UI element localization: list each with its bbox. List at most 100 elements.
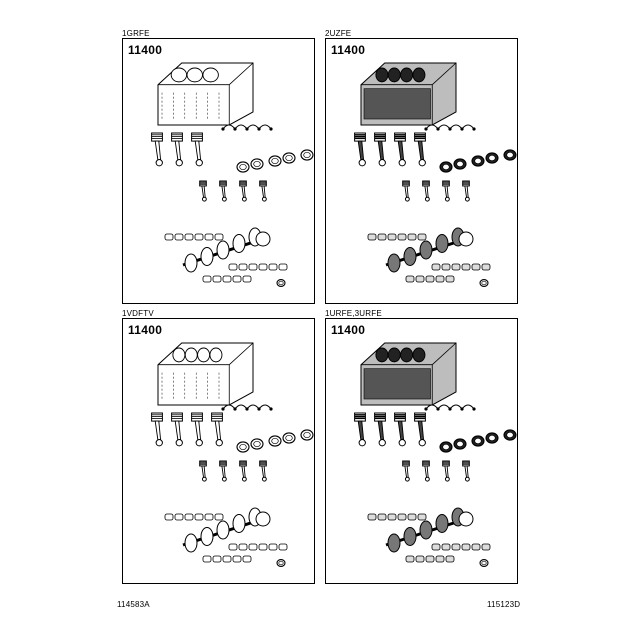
diagram-panel-1vdftv: 11400 xyxy=(122,318,315,584)
crank-counterweight xyxy=(435,234,449,253)
piston-rod-assembly xyxy=(239,180,247,202)
piston-rod-assembly xyxy=(151,412,163,447)
crank-counterweight xyxy=(403,247,417,266)
connecting-rod xyxy=(174,420,182,441)
bearing-shell xyxy=(397,233,407,241)
bearing-shell xyxy=(481,543,491,551)
connecting-rod xyxy=(417,140,425,161)
footer-code-left: 114583A xyxy=(117,600,150,609)
piston-rod-assembly xyxy=(442,460,450,482)
bearing-shell xyxy=(268,263,278,271)
connecting-rod xyxy=(424,185,429,198)
footer-code-right: 115123D xyxy=(487,600,521,609)
ring-inner xyxy=(303,431,311,439)
connecting-rod xyxy=(464,465,469,478)
connecting-rod xyxy=(221,185,226,198)
bearing-shell xyxy=(194,513,204,521)
piston xyxy=(191,412,203,422)
piston-rod-assembly xyxy=(354,132,366,167)
bearing-shell xyxy=(377,513,387,521)
bearing-shell xyxy=(415,275,425,283)
bearing-shell xyxy=(232,275,242,283)
wiring-and-pipes xyxy=(424,404,476,411)
rod-big-end xyxy=(464,196,470,202)
harness-connector xyxy=(424,127,428,131)
rod-big-end xyxy=(175,439,183,447)
rod-big-end xyxy=(358,439,366,447)
piston-rod-assembly xyxy=(414,132,426,167)
cylinder-block xyxy=(360,62,457,126)
cylinder-bore xyxy=(170,67,188,83)
harness-connector xyxy=(257,407,261,411)
cylinder-bore xyxy=(186,67,203,83)
rod-big-end xyxy=(424,196,430,202)
engine-parts-drawing-1vdftv xyxy=(151,342,314,567)
piston-rod-assembly xyxy=(462,180,470,202)
cylinder-bore xyxy=(375,347,389,363)
connecting-rod xyxy=(261,465,266,478)
connecting-rod xyxy=(154,420,162,441)
piston-rod-assembly xyxy=(171,132,183,167)
bearing-shell xyxy=(387,513,397,521)
connecting-rod xyxy=(417,420,425,441)
piston xyxy=(151,132,163,142)
piston-rod-assembly xyxy=(191,132,203,167)
harness-connector xyxy=(424,407,428,411)
connecting-rod xyxy=(174,140,182,161)
block-side-shading xyxy=(363,368,431,400)
bearing-shell xyxy=(417,513,427,521)
bearing-shell xyxy=(174,233,184,241)
piston-rod-assembly xyxy=(219,460,227,482)
connecting-rod xyxy=(194,140,202,161)
connecting-rod xyxy=(194,420,202,441)
harness-connector xyxy=(221,127,225,131)
rod-big-end xyxy=(444,196,450,202)
bearing-shell xyxy=(232,555,242,563)
rod-big-end xyxy=(464,476,470,482)
piston-rod-assembly xyxy=(171,412,183,447)
bearing-shell xyxy=(228,543,238,551)
rod-big-end xyxy=(378,159,386,167)
piston-rod-assembly xyxy=(422,460,430,482)
bearing-shell xyxy=(174,513,184,521)
crank-counterweight xyxy=(216,240,230,260)
cylinder-bore xyxy=(172,347,186,363)
piston-rod-assembly xyxy=(354,412,366,447)
ring-inner xyxy=(488,434,496,442)
bearing-shell xyxy=(461,543,471,551)
bearing-shell xyxy=(451,543,461,551)
rod-big-end xyxy=(378,439,386,447)
piston-rod-assembly xyxy=(199,180,207,202)
bearing-shell xyxy=(377,233,387,241)
bearing-shell xyxy=(441,263,451,271)
connecting-rod xyxy=(241,465,246,478)
bearing-shell xyxy=(425,275,435,283)
bearing-shell xyxy=(431,263,441,271)
ring-inner xyxy=(285,154,293,162)
harness-connector xyxy=(221,407,225,411)
crank-flange xyxy=(255,231,271,247)
piston-rod-assembly xyxy=(442,180,450,202)
crank-flange xyxy=(458,511,474,527)
bearing-shell xyxy=(268,543,278,551)
bearing-shell xyxy=(435,275,445,283)
bearing-shell xyxy=(417,233,427,241)
bearing-shell xyxy=(212,275,222,283)
connecting-rod xyxy=(201,185,206,198)
bearing-shell xyxy=(228,263,238,271)
diagram-panel-1urfe-3urfe: 11400 xyxy=(325,318,518,584)
piston-rod-assembly xyxy=(394,412,406,447)
harness-connector xyxy=(436,127,440,131)
connecting-rod xyxy=(444,185,449,198)
bearing-shell xyxy=(242,555,252,563)
engine-label-1vdftv: 1VDFTV xyxy=(122,309,154,318)
ring-inner xyxy=(506,431,514,439)
crank-counterweight xyxy=(387,533,401,553)
bearing-shell xyxy=(415,555,425,563)
bearing-shell xyxy=(405,275,415,283)
bearing-shell xyxy=(407,233,417,241)
rod-big-end xyxy=(418,439,426,447)
cylinder-bore xyxy=(400,347,414,363)
engine-label-2uzfe: 2UZFE xyxy=(325,29,352,38)
rod-big-end xyxy=(221,476,227,482)
